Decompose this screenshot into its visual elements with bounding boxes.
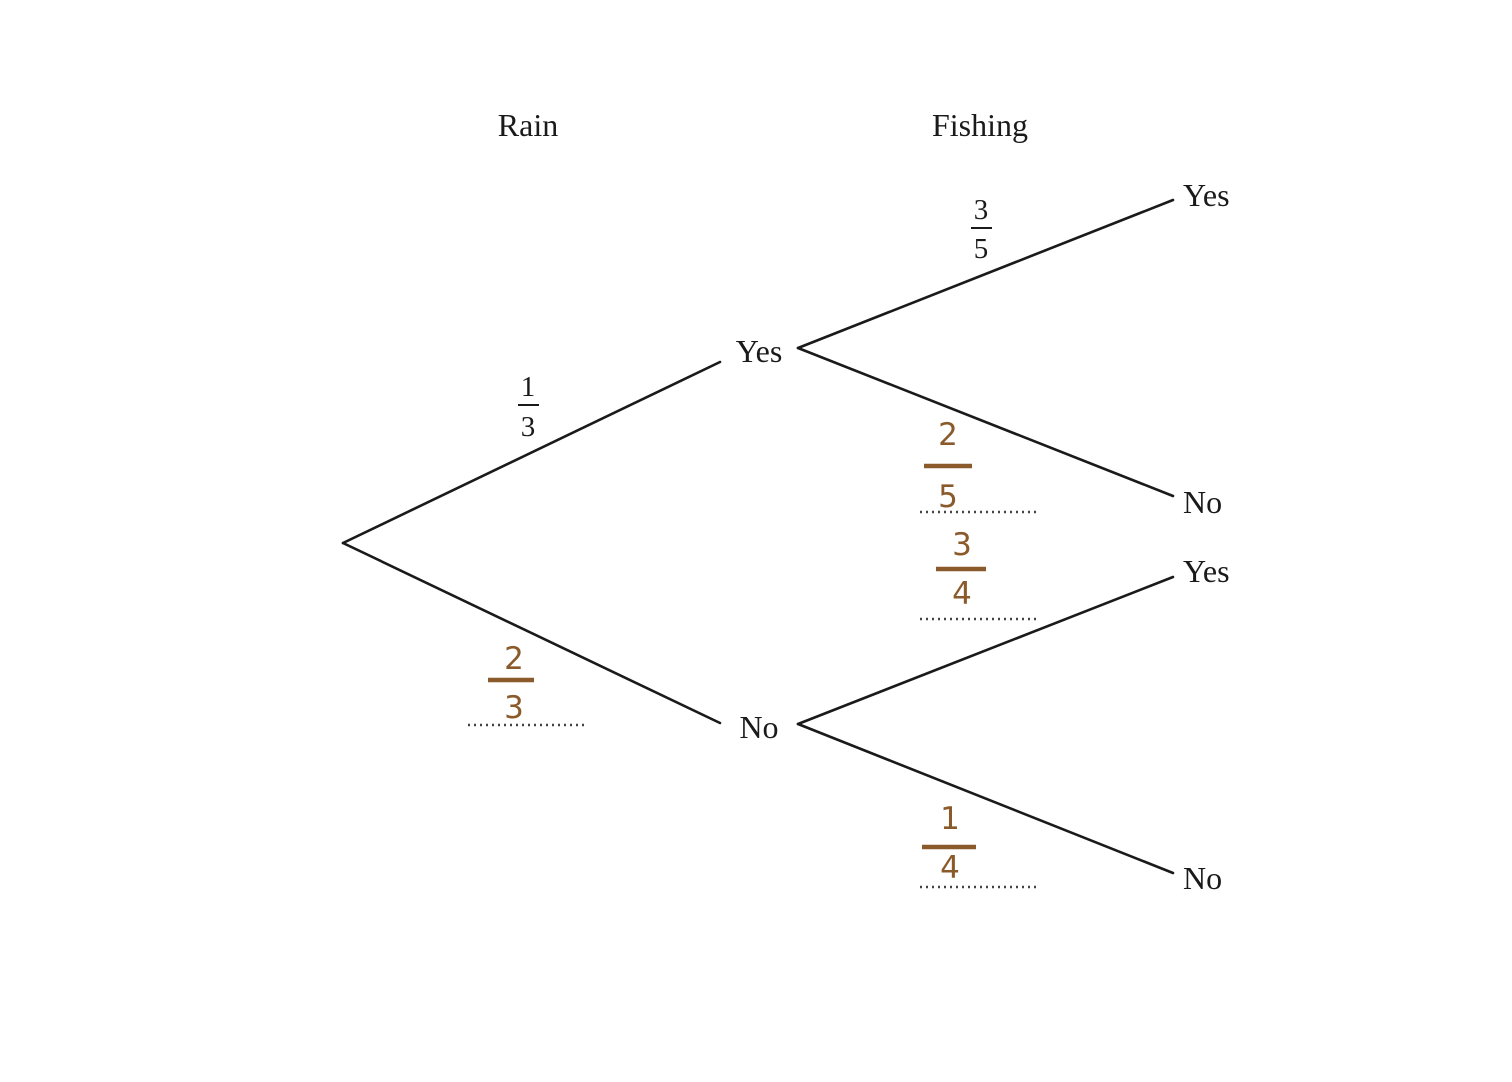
- branch-yes-fish-yes: [796, 198, 1175, 350]
- branch-rain-no: [341, 541, 722, 725]
- node-rain-no: No: [739, 709, 778, 745]
- fraction-numerator: 3: [974, 194, 989, 226]
- answer-fish-no-given-no-rain: 1 4: [920, 801, 1040, 889]
- node-rain-yes: Yes: [736, 333, 783, 369]
- node-fish-no-1: No: [1183, 484, 1222, 520]
- fraction-numerator: 1: [521, 371, 536, 403]
- answer-denominator: 5: [938, 479, 958, 515]
- fraction-denominator: 3: [521, 411, 536, 443]
- answer-denominator: 4: [952, 576, 972, 612]
- fraction-denominator: 5: [974, 233, 989, 265]
- branch-yes-fish-no: [796, 346, 1175, 498]
- branch-rain-yes: [341, 360, 722, 545]
- fishing-header: Fishing: [932, 107, 1028, 143]
- answer-rain-no: 2 3: [468, 641, 586, 727]
- fraction-rain-yes: 1 3: [518, 371, 539, 443]
- branch-no-fish-yes: [796, 575, 1175, 726]
- answer-numerator: 2: [938, 417, 958, 453]
- node-fish-yes-2: Yes: [1183, 553, 1230, 589]
- answer-denominator: 4: [940, 850, 960, 886]
- tree-branches: [341, 198, 1175, 875]
- branch-no-fish-no: [796, 722, 1175, 875]
- rain-header: Rain: [498, 107, 558, 143]
- answer-fish-no-given-rain: 2 5: [920, 417, 1040, 515]
- answer-denominator: 3: [504, 690, 524, 726]
- fraction-fish-yes-given-rain: 3 5: [971, 194, 992, 265]
- node-fish-yes-1: Yes: [1183, 177, 1230, 213]
- answer-numerator: 2: [504, 641, 524, 677]
- answer-numerator: 3: [952, 527, 972, 563]
- answer-numerator: 1: [940, 801, 960, 837]
- node-fish-no-2: No: [1183, 860, 1222, 896]
- answer-fish-yes-given-no-rain: 3 4: [920, 527, 1040, 621]
